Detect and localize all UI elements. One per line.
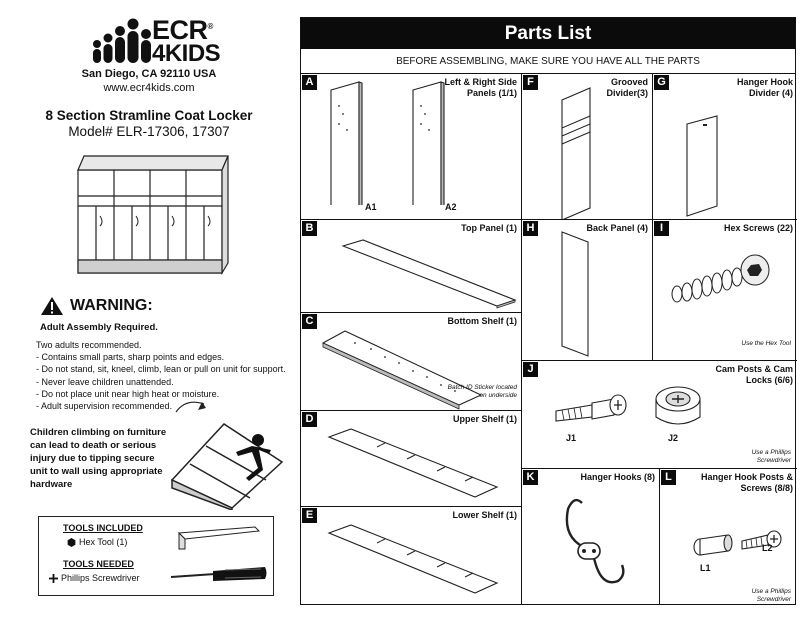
coat-locker-illustration — [77, 155, 229, 276]
part-name: Hex Screws (22) — [723, 223, 793, 233]
hook-post-screw-illustration — [693, 530, 782, 556]
ecr4kids-logo-icon — [93, 18, 151, 63]
cam-lock-illustration — [655, 386, 701, 425]
top-panel-illustration — [341, 239, 517, 309]
part-note: Use a Phillips Screwdriver — [751, 588, 791, 603]
side-panel-illustration — [330, 81, 445, 205]
part-b: B Top Panel (1) — [301, 220, 522, 313]
upper-shelf-illustration — [327, 428, 499, 498]
part-name: Left & Right Side Panels (1/1) — [444, 77, 518, 98]
part-g: G Hanger Hook Divider (4) — [653, 74, 797, 220]
screwdriver-icon — [170, 567, 267, 581]
part-name: Hanger Hooks (8) — [580, 472, 655, 482]
parts-list-title: Parts List — [301, 18, 795, 49]
part-label-a1: A1 — [365, 202, 377, 212]
part-name: Lower Shelf (1) — [452, 510, 517, 520]
warning-item: - Contains small parts, sharp points and… — [36, 352, 225, 363]
part-note: Use a Phillips Screwdriver — [751, 449, 791, 464]
product-model: Model# ELR-17306, 17307 — [68, 124, 230, 139]
part-name: Upper Shelf (1) — [452, 414, 517, 424]
brand-website: www.ecr4kids.com — [103, 82, 195, 94]
part-label-l1: L1 — [700, 563, 711, 573]
warning-heading: WARNING: — [40, 296, 153, 316]
hexagon-icon — [67, 537, 76, 547]
part-name: Top Panel (1) — [461, 223, 517, 233]
part-l: L Hanger Hook Posts & Screws (8/8) L1 L2… — [660, 469, 797, 605]
part-label-j1: J1 — [566, 433, 577, 443]
warning-item: - Do not place unit near high heat or mo… — [36, 388, 220, 399]
tools-box: TOOLS INCLUDED Hex Tool (1) TOOLS NEEDED… — [38, 516, 274, 596]
part-j: J Cam Posts & Cam Locks (6/6) J1 J2 Use … — [522, 361, 797, 469]
part-label-l2: L2 — [762, 543, 773, 553]
part-h: H Back Panel (4) — [522, 220, 653, 361]
parts-list-panel: Parts List BEFORE ASSEMBLING, MAKE SURE … — [300, 17, 797, 605]
warning-list: Two adults recommended. - Contains small… — [36, 339, 286, 412]
lower-shelf-illustration — [327, 524, 499, 594]
part-name: Hanger Hook Posts & Screws (8/8) — [700, 472, 793, 493]
cam-post-illustration — [555, 394, 627, 422]
bottom-shelf-illustration — [321, 330, 483, 410]
part-letter: K — [523, 470, 538, 485]
part-note: Batch ID Sticker located on underside — [447, 384, 517, 399]
parts-list-subtitle: BEFORE ASSEMBLING, MAKE SURE YOU HAVE AL… — [301, 49, 795, 74]
hex-screw-illustration — [671, 254, 770, 303]
part-letter: F — [523, 75, 538, 90]
part-d: D Upper Shelf (1) — [301, 411, 522, 507]
warning-item: - Never leave children unattended. — [36, 376, 174, 387]
product-title: 8 Section Stramline Coat Locker — [45, 108, 253, 123]
tools-included-label: TOOLS INCLUDED — [63, 523, 143, 533]
part-letter: G — [654, 75, 669, 90]
part-letter: D — [302, 412, 317, 427]
tools-needed-label: TOOLS NEEDED — [63, 559, 134, 569]
part-letter: C — [302, 314, 317, 329]
part-name: Cam Posts & Cam Locks (6/6) — [715, 364, 793, 385]
part-label-a2: A2 — [445, 202, 457, 212]
part-letter: I — [654, 221, 669, 236]
part-name: Bottom Shelf (1) — [447, 316, 518, 326]
plus-icon — [49, 573, 58, 583]
part-k: K Hanger Hooks (8) — [522, 469, 660, 605]
warning-subheading: Adult Assembly Required. — [40, 322, 158, 333]
product-info-column: ECR® 4KIDS San Diego, CA 92110 USA www.e… — [0, 0, 298, 623]
part-letter: A — [302, 75, 317, 90]
tools-needed-item: Phillips Screwdriver — [49, 573, 140, 583]
warning-item: Two adults recommended. — [36, 340, 142, 350]
hanger-hook-divider-illustration — [686, 115, 718, 217]
part-label-j2: J2 — [668, 433, 679, 443]
tip-over-warning: Children climbing on furniture can lead … — [30, 427, 167, 490]
brand-address: San Diego, CA 92110 USA — [81, 68, 217, 80]
part-name: Hanger Hook Divider (4) — [736, 77, 793, 98]
part-note: Use the Hex Tool — [741, 340, 791, 347]
grooved-divider-illustration — [561, 87, 591, 219]
warning-item: - Adult supervision recommended. — [36, 401, 173, 412]
part-i: I Hex Screws (22) Use the Hex Tool — [653, 220, 797, 361]
warning-triangle-icon — [41, 297, 63, 315]
part-e: E Lower Shelf (1) — [301, 507, 522, 605]
part-letter: B — [302, 221, 317, 236]
part-a: A Left & Right Side Panels (1/1) A1 A2 — [301, 74, 522, 220]
hex-key-icon — [177, 526, 261, 550]
back-panel-illustration — [561, 231, 589, 357]
part-name: Back Panel (4) — [586, 223, 648, 233]
part-letter: L — [661, 470, 676, 485]
part-letter: J — [523, 362, 538, 377]
brand-logo-text: ECR® 4KIDS — [152, 15, 221, 67]
tools-included-item: Hex Tool (1) — [67, 537, 127, 547]
part-name: Grooved Divider(3) — [606, 77, 648, 98]
warning-item: - Do not stand, sit, kneel, climb, lean … — [36, 364, 286, 375]
child-climbing-illustration — [170, 401, 284, 510]
part-letter: H — [523, 221, 538, 236]
part-letter: E — [302, 508, 317, 523]
part-c: C Bottom Shelf (1) Batch ID Sticker loca… — [301, 313, 522, 411]
part-f: F Grooved Divider(3) — [522, 74, 653, 220]
hanger-hook-illustration — [565, 498, 625, 584]
